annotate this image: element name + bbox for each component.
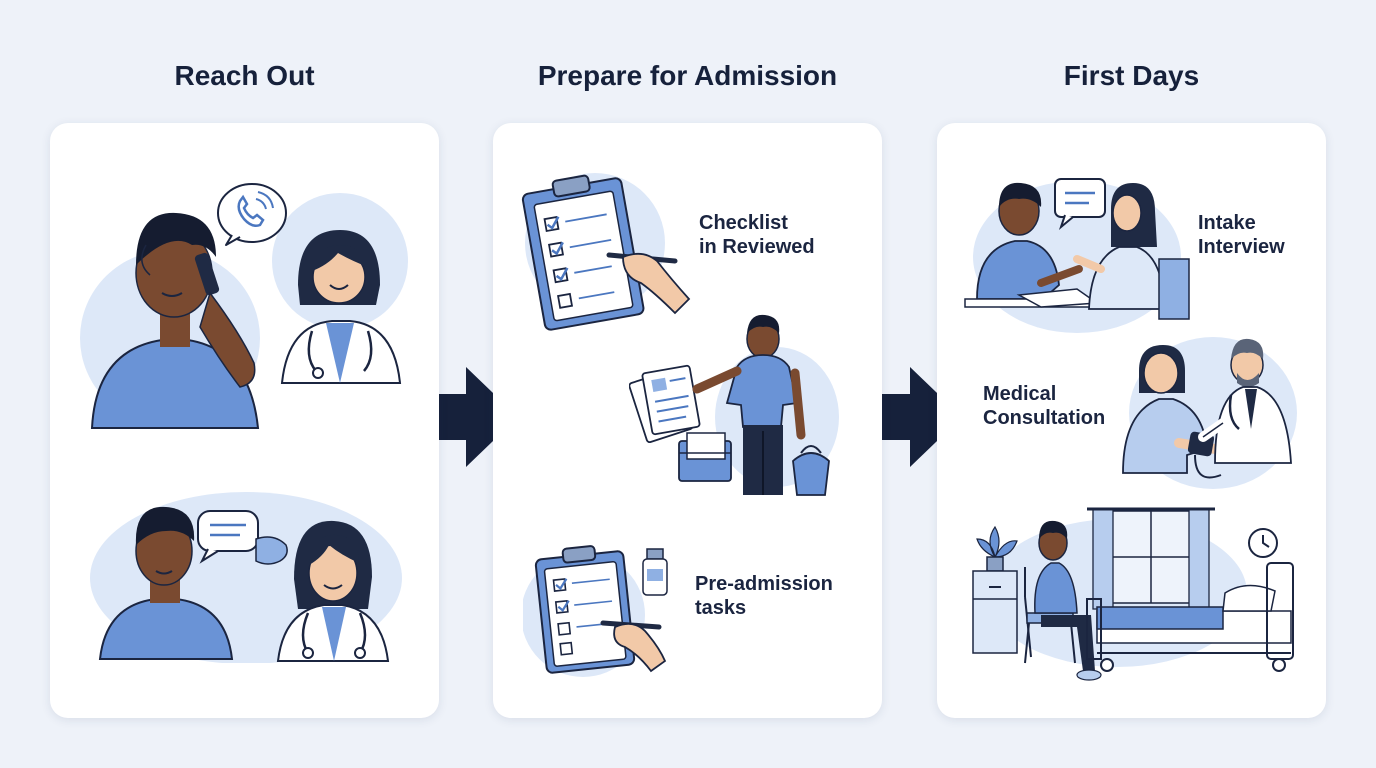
item-label-medical-consultation: Medical Consultation [983,383,1106,429]
patient-doctor-chat-illustration [90,492,402,663]
arrow-right-icon [414,367,518,467]
item-label-intake-interview: Intake Interview [1198,212,1285,258]
documents-icon [629,364,701,444]
hospital-room-illustration [972,507,1294,681]
patient-documents-luggage-illustration [629,314,839,496]
medicine-bottle-icon [642,548,668,596]
clipboard-checklist-illustration [521,173,691,331]
step-card-prepare-admission: Checklist in Reviewed [493,123,882,718]
patient-phone-call-illustration [80,183,408,429]
chat-bubble-icon [1054,178,1106,231]
step-title-prepare-admission: Prepare for Admission [537,60,838,91]
item-label-checklist-reviewed: Checklist in Reviewed [699,212,815,258]
clock-icon [1248,528,1278,558]
clipboard-tasks-illustration [523,545,668,677]
folder-icon [678,432,732,482]
phone-icon [217,183,287,246]
step-title-first-days: First Days [1063,60,1200,91]
step-card-first-days: Intake Interview Medical Consultation [937,123,1326,718]
item-label-pre-admission-tasks: Pre-admission tasks [695,573,833,619]
arrow-right-icon [858,367,962,467]
hospital-bed-icon [1086,562,1294,672]
window-icon [1087,507,1215,610]
chat-bubble-icon [197,510,288,565]
blood-pressure-check-illustration [1122,337,1297,489]
intake-interview-illustration [964,178,1190,333]
duffel-bag-icon [792,445,830,496]
step-card-reach-out [50,123,439,718]
step-title-reach-out: Reach Out [174,60,315,91]
